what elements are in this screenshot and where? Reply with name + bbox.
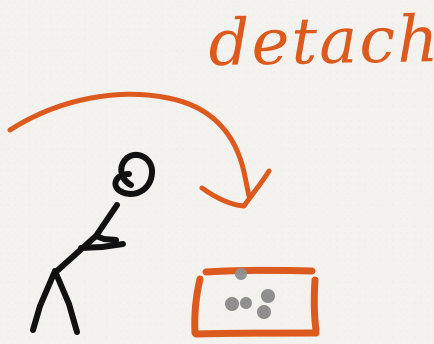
stick-figure — [33, 155, 152, 332]
ball — [240, 297, 252, 309]
ball — [235, 268, 247, 280]
stick-figure-leg-left — [33, 271, 55, 330]
ball — [225, 297, 239, 311]
container-top-edge — [206, 270, 312, 272]
ball — [261, 289, 275, 303]
stick-figure-arm-upper — [96, 236, 116, 240]
container-bottom-edge — [196, 333, 316, 334]
ball-group — [225, 268, 275, 319]
container-box — [195, 270, 316, 334]
stick-figure-leg-right — [55, 271, 77, 332]
arrow-head-icon — [202, 171, 269, 206]
ball — [257, 305, 271, 319]
stick-figure-head — [115, 155, 152, 194]
container-right-edge — [314, 280, 316, 330]
container-left-edge — [195, 279, 200, 333]
